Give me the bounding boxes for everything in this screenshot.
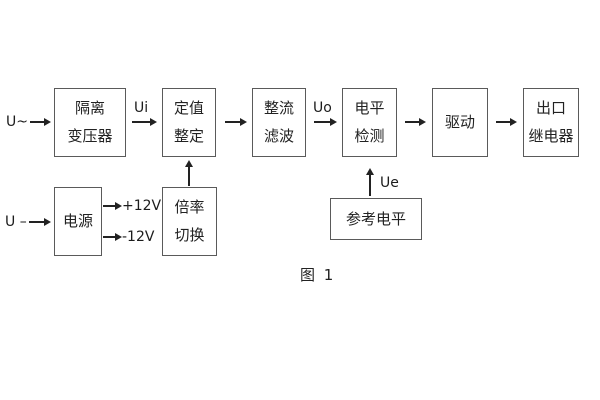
arrow-input-dc — [29, 218, 51, 226]
arrow-setting-to-rectifier — [225, 118, 247, 126]
block-isolation-transformer: 隔离 变压器 — [54, 88, 126, 157]
block-rectifier-filter-line1: 整流 — [263, 99, 294, 117]
block-ratio-switch: 倍率 切换 — [162, 187, 217, 256]
block-level-detection-line1: 电平 — [354, 99, 385, 117]
arrow-drive-to-relay — [496, 118, 517, 126]
block-value-setting: 定值 整定 — [162, 88, 216, 157]
arrow-ui — [132, 118, 157, 126]
label-signal-uo: Uo — [313, 100, 332, 116]
label-input-ac: U~ — [6, 114, 28, 130]
block-reference-level: 参考电平 — [330, 198, 422, 240]
block-ratio-switch-line2: 切换 — [174, 226, 205, 244]
arrow-rail-neg — [103, 233, 122, 241]
block-output-relay-line2: 继电器 — [528, 127, 574, 145]
arrow-level-to-drive — [405, 118, 426, 126]
arrow-uo — [314, 118, 337, 126]
block-output-relay: 出口 继电器 — [523, 88, 579, 157]
block-value-setting-line2: 整定 — [173, 127, 204, 145]
block-rectifier-filter: 整流 滤波 — [252, 88, 306, 157]
figure-caption: 图 1 — [300, 266, 336, 284]
block-power-supply-line1: 电源 — [62, 212, 93, 230]
block-output-relay-line1: 出口 — [535, 99, 566, 117]
block-isolation-transformer-line1: 隔离 — [74, 99, 105, 117]
block-level-detection: 电平 检测 — [342, 88, 397, 157]
block-isolation-transformer-line2: 变压器 — [67, 127, 113, 145]
arrow-rail-pos — [103, 202, 122, 210]
arrow-ratio-to-setting — [185, 160, 193, 186]
block-reference-level-line1: 参考电平 — [345, 209, 406, 228]
block-ratio-switch-line1: 倍率 — [174, 198, 205, 216]
arrow-ue-to-level — [366, 168, 374, 196]
block-level-detection-line2: 检测 — [354, 127, 385, 145]
label-signal-ue: Ue — [380, 175, 399, 191]
arrow-input-ac — [30, 118, 51, 126]
block-power-supply: 电源 — [54, 187, 102, 256]
block-drive: 驱动 — [432, 88, 488, 157]
label-rail-neg: -12V — [122, 229, 155, 245]
label-signal-ui: Ui — [134, 100, 149, 116]
block-value-setting-line1: 定值 — [173, 99, 204, 117]
label-input-dc: U – — [5, 214, 27, 230]
label-rail-pos: +12V — [122, 198, 162, 214]
block-rectifier-filter-line2: 滤波 — [263, 127, 294, 145]
block-drive-line1: 驱动 — [444, 113, 475, 131]
